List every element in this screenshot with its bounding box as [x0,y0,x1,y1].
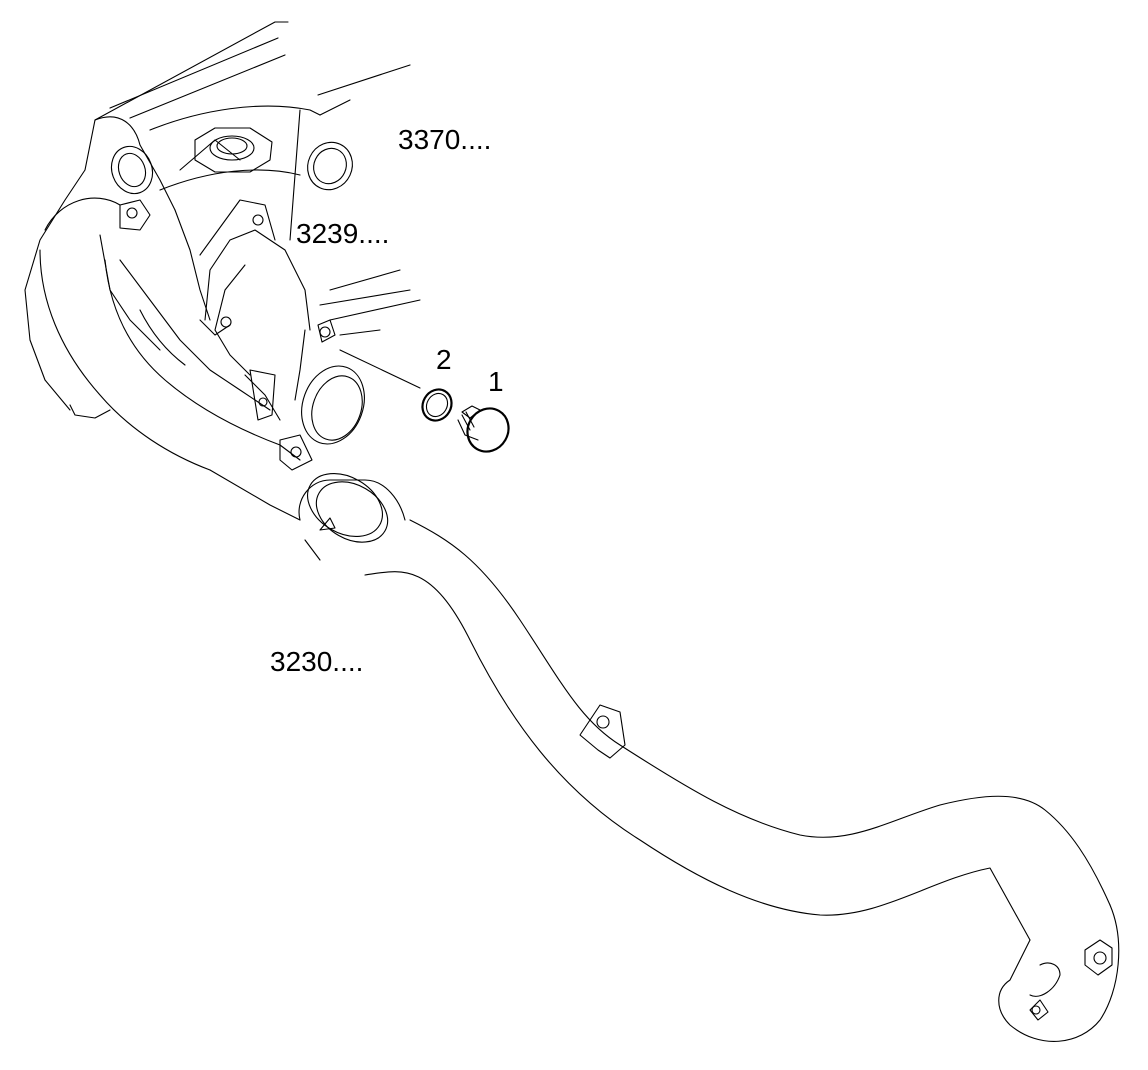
hose-3230 [364,519,1120,1042]
left-elbow-hose [39,197,301,521]
item-1-plug-screw [457,405,510,453]
item-2-seal-ring [421,388,453,422]
leader-line [339,349,421,389]
engine-block [24,21,421,421]
item-label-1: 1 [488,366,504,397]
pipe-3239 [199,199,336,401]
seal-ring-3370 [307,141,353,191]
item-label-2: 2 [436,344,452,375]
ref-label-3239: 3239.... [296,218,390,249]
hose-clamp [298,473,406,561]
outlet-port [249,365,365,471]
upper-ports [110,145,154,231]
ref-label-3230: 3230.... [270,646,364,677]
ref-label-3370: 3370.... [398,124,492,155]
hose-mount-tab [579,704,626,759]
right-end-fitting [1084,939,1113,976]
filler-cap [194,127,273,173]
